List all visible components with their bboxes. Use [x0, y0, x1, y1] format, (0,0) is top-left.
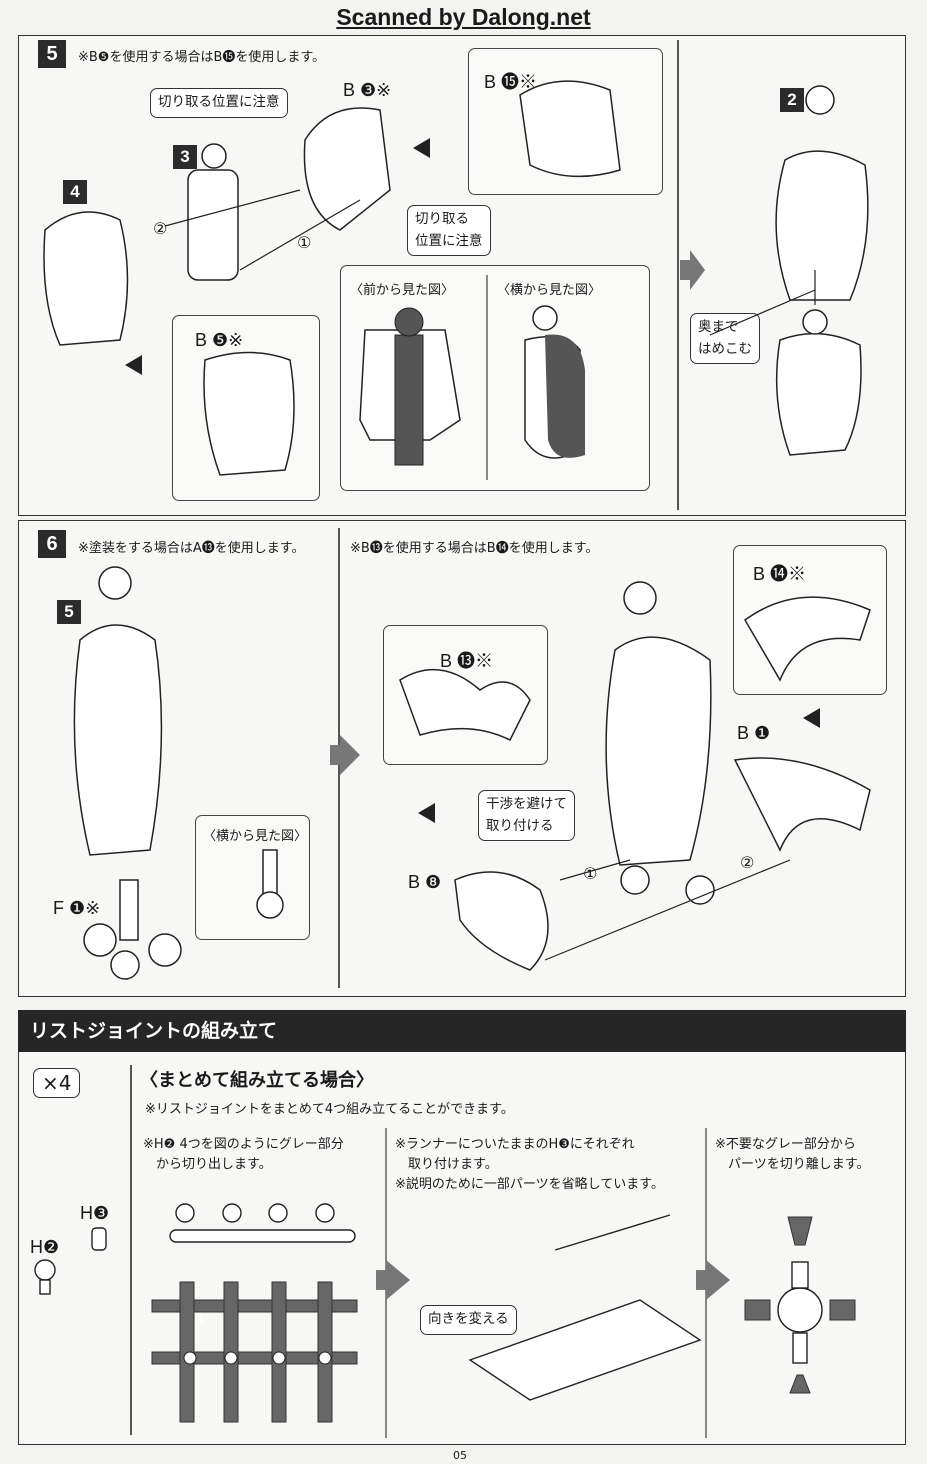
order-marker-1: ①	[583, 864, 598, 883]
step-6-illustration	[73, 566, 871, 980]
wrist-subnote: ※リストジョイントをまとめて4つ組み立てることができます。	[145, 1102, 514, 1117]
part-label-b5: B ❺※	[195, 330, 244, 350]
next-arrow	[330, 735, 360, 775]
part-label-f1: F ❶※	[53, 898, 101, 918]
part-label-3: 3	[173, 145, 197, 169]
order-marker-1: ①	[297, 233, 312, 252]
part-label-b3: B ❸※	[343, 80, 392, 100]
part-label-b15: B ⓯※	[484, 72, 538, 92]
inset-divider	[486, 275, 488, 480]
order-marker-2: ②	[153, 219, 168, 238]
next-arrow	[680, 250, 705, 290]
side-view-label: 〈横から見た図〉	[203, 829, 308, 844]
runner-number: 3	[196, 1311, 203, 1326]
col1-note: ※H❷ 4つを図のようにグレー部分 から切り出します。	[143, 1137, 344, 1173]
part-label-4: 4	[63, 180, 87, 204]
part-label-b13: B ⓭※	[440, 651, 494, 671]
step-note-left: ※塗装をする場合はA⓭を使用します。	[78, 541, 305, 556]
step-5-illustration	[43, 80, 869, 476]
col2-note: ※ランナーについたままのH❸にそれぞれ 取り付けます。 ※説明のために一部パーツ…	[395, 1137, 664, 1193]
callout-change-direction: 向きを変える	[420, 1305, 517, 1335]
side-view-box	[195, 815, 310, 940]
callout-cut-position: 切り取る位置に注意	[150, 88, 288, 118]
callout-avoid-interference: 干渉を避けて 取り付ける	[478, 790, 575, 842]
callout-cut-position-2: 切り取る 位置に注意	[407, 205, 491, 257]
part-label-b1: B ❶	[737, 723, 771, 743]
step-note-right: ※B⓭を使用する場合はB⓮を使用します。	[350, 541, 599, 556]
part-label-b14: B ⓮※	[753, 564, 807, 584]
order-marker-2: ②	[740, 853, 755, 872]
wrist-panel	[18, 1052, 906, 1445]
watermark: Scanned by Dalong.net	[336, 4, 591, 30]
wrist-divider	[130, 1065, 132, 1435]
col3-note: ※不要なグレー部分から パーツを切り離します。	[715, 1137, 870, 1173]
wrist-subtitle: 〈まとめて組み立てる場合〉	[140, 1070, 374, 1091]
part-label-5: 5	[57, 600, 81, 624]
view-front-label: 〈前から見た図〉	[350, 283, 455, 298]
step-number: 6	[38, 530, 66, 558]
view-side-label: 〈横から見た図〉	[497, 283, 602, 298]
callout-push-in: 奥まで はめこむ	[690, 313, 760, 365]
quantity-badge: ×4	[33, 1068, 81, 1098]
part-label-b8: B ❽	[408, 872, 442, 892]
part-label-2: 2	[780, 88, 804, 112]
section-header: リストジョイントの組み立て	[18, 1010, 906, 1052]
step-number: 5	[38, 40, 66, 68]
part-label-h3: H❸	[80, 1203, 110, 1223]
page-number: 05	[453, 1449, 467, 1462]
next-arrows	[376, 1260, 730, 1300]
step-note: ※B❺を使用する場合はB⓯を使用します。	[78, 50, 326, 65]
step-5-divider	[677, 40, 679, 510]
part-label-h2: H❷	[30, 1237, 60, 1257]
